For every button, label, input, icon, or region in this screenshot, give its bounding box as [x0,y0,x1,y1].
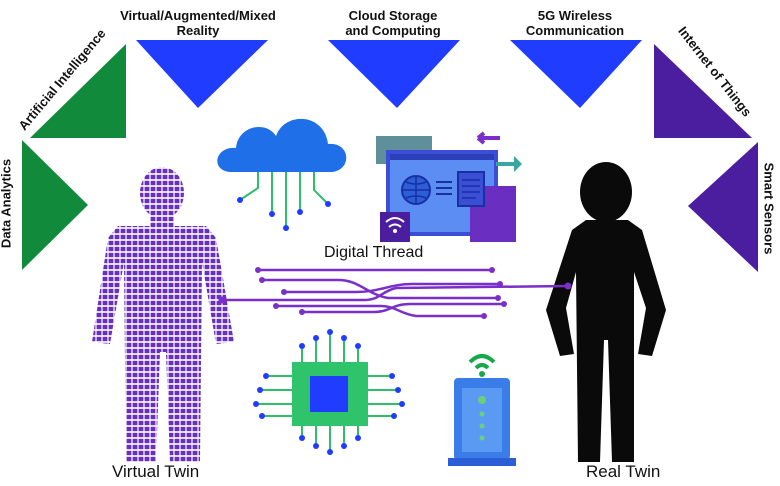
real-twin-label: Real Twin [586,462,661,481]
cloud-label-line-2: and Computing [345,23,441,38]
analytics-label: Data Analytics [0,158,14,249]
vr-label-line-1: Virtual/Augmented/Mixed [120,8,276,23]
vr-triangle [136,40,268,108]
cloud-label: Cloud Storage and Computing [318,8,468,38]
wireless-triangle [510,40,642,108]
cloud-label-line-1: Cloud Storage [348,8,438,23]
computer-screen-icon [376,131,522,242]
cloud-triangle [328,40,460,108]
wireless-label: 5G Wireless Communication [500,8,650,38]
real-twin-figure [546,162,666,462]
virtual-twin-label: Virtual Twin [112,462,200,481]
router-icon [448,354,516,466]
iot-triangle [654,44,752,138]
sensors-triangle [688,142,758,272]
chip-icon [253,329,405,455]
sensors-label: Smart Sensors [761,162,777,255]
ai-triangle [30,44,126,138]
wireless-label-line-2: Communication [525,23,625,38]
vr-label: Virtual/Augmented/Mixed Reality [100,8,296,38]
digital-thread-lines [222,268,569,318]
cloud-icon [217,118,347,231]
digital-thread-label: Digital Thread [324,244,424,261]
virtual-twin-figure [92,167,234,462]
wireless-label-line-1: 5G Wireless [537,8,613,23]
digital-thread-dots [218,267,572,319]
analytics-triangle [22,140,88,270]
vr-label-line-2: Reality [176,23,220,38]
